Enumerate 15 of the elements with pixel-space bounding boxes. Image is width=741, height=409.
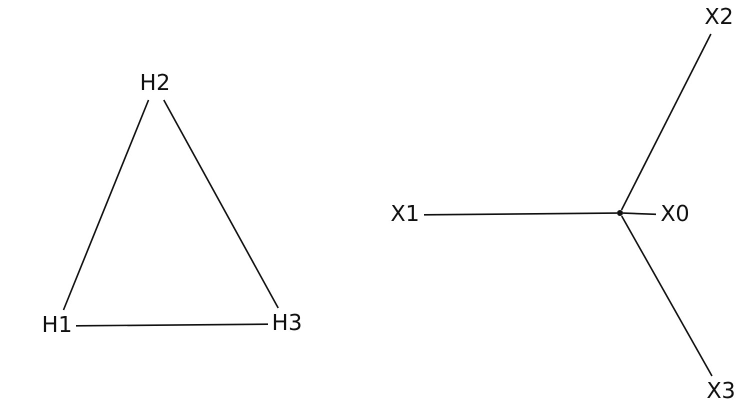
- connecting-line: [622, 212, 656, 216]
- connecting-line: [621, 216, 713, 376]
- terminal-label: X0: [658, 201, 692, 229]
- terminal-label: X3: [704, 378, 738, 406]
- terminal-label: X2: [702, 4, 736, 32]
- terminal-label: H3: [270, 310, 304, 338]
- junction-dot: [617, 210, 623, 216]
- connecting-line: [620, 34, 712, 210]
- connecting-line: [62, 100, 150, 310]
- connecting-line: [163, 100, 279, 308]
- terminal-label: H1: [40, 312, 74, 340]
- terminal-label: H2: [138, 70, 172, 98]
- connecting-line: [76, 323, 268, 327]
- connecting-line: [424, 212, 617, 216]
- terminal-label: X1: [388, 201, 422, 229]
